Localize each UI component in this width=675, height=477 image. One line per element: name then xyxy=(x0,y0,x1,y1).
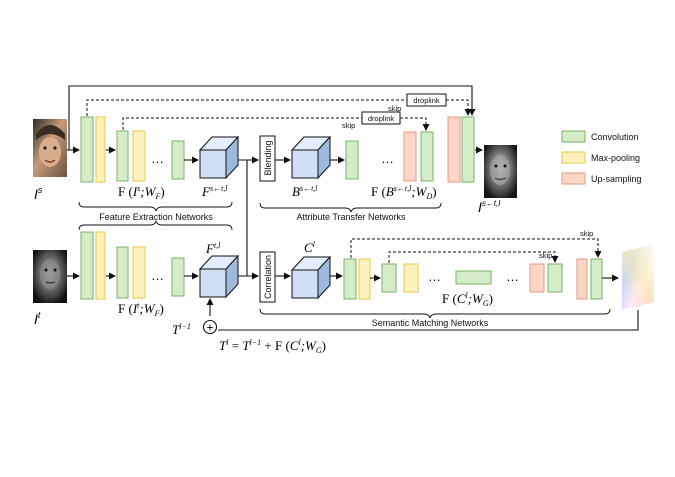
up-block xyxy=(403,131,417,182)
ellipsis: … xyxy=(506,269,519,284)
label-it: It xyxy=(34,310,41,327)
ellipsis: … xyxy=(151,268,164,283)
cube-fs xyxy=(198,135,240,180)
label-fc: F (Cl;WG) xyxy=(442,291,493,308)
pool-block xyxy=(95,116,106,183)
droplink-box-outer: droplink xyxy=(406,93,447,107)
conv-block xyxy=(171,140,185,180)
label-ft: Ft,l xyxy=(205,241,221,256)
pool-block xyxy=(132,130,146,182)
skip-label: skip xyxy=(539,251,552,260)
label-c: Cl xyxy=(304,240,316,255)
data-flow-arrows xyxy=(67,85,639,331)
correlation-label: Correlation xyxy=(263,255,273,299)
skip-connections xyxy=(86,99,602,263)
label-fs: Fs←t,l xyxy=(201,184,228,199)
correlation-module: Correlation xyxy=(259,251,276,303)
ellipsis: … xyxy=(151,151,164,166)
droplink-box-inner: droplink xyxy=(361,111,401,125)
conv-block xyxy=(345,140,359,180)
top-feature-stack xyxy=(80,116,185,183)
conv-block xyxy=(420,131,434,182)
cube-b xyxy=(290,135,332,180)
cube-c xyxy=(290,255,332,300)
up-block xyxy=(447,116,461,183)
label-f-is: F (Is;WF) xyxy=(118,184,165,201)
droplink-label: droplink xyxy=(413,96,440,105)
pool-block xyxy=(132,246,146,299)
section-semantic-matching: Semantic Matching Networks xyxy=(372,318,489,328)
ellipsis: … xyxy=(381,151,394,166)
conv-block xyxy=(116,130,129,182)
conv-block xyxy=(116,246,129,299)
braces xyxy=(78,201,611,319)
semantic-matching-stack xyxy=(343,258,603,300)
plus-node: + xyxy=(202,319,218,335)
label-output: Is←t,l xyxy=(478,199,500,215)
legend-swatch-max-pooling xyxy=(561,151,586,164)
skip-label: skip xyxy=(580,229,593,238)
output-image xyxy=(484,145,517,198)
conv-block xyxy=(547,263,563,293)
legend-label-max-pooling: Max-pooling xyxy=(591,153,640,163)
section-feature-extraction: Feature Extraction Networks xyxy=(99,212,213,222)
cube-ft xyxy=(198,254,240,299)
legend-label-up-sampling: Up-sampling xyxy=(591,174,642,184)
section-attribute-transfer: Attribute Transfer Networks xyxy=(296,212,406,222)
bottom-feature-stack xyxy=(80,231,185,300)
label-is: Is xyxy=(34,185,43,202)
conv-block xyxy=(381,263,397,293)
legend-swatch-convolution xyxy=(561,130,586,143)
conv-block xyxy=(171,257,185,297)
up-block xyxy=(529,263,545,293)
flow-field-image xyxy=(622,244,654,310)
pool-block xyxy=(95,231,106,300)
droplink-label: droplink xyxy=(368,114,395,123)
conv-block xyxy=(343,258,357,300)
target-image-it xyxy=(33,250,67,303)
top-attribute-stack xyxy=(345,116,475,183)
label-f-it: F (It;WF) xyxy=(118,301,164,318)
conv-block xyxy=(80,116,94,183)
skip-label: skip xyxy=(388,104,401,113)
legend-label-convolution: Convolution xyxy=(591,132,639,142)
conv-block xyxy=(461,116,475,183)
label-fb: F (Bs←t,l;WD) xyxy=(371,184,437,201)
label-b: Bs←t,l xyxy=(292,184,318,199)
up-block xyxy=(576,258,588,300)
skip-label: skip xyxy=(342,121,355,130)
label-t-prev: Tl−1 xyxy=(172,322,191,337)
blending-module: Blending xyxy=(259,135,276,182)
conv-block xyxy=(455,270,492,285)
conv-block xyxy=(590,258,603,300)
pool-block xyxy=(358,258,371,300)
ellipsis: … xyxy=(428,269,441,284)
legend-swatch-up-sampling xyxy=(561,172,586,185)
blending-label: Blending xyxy=(263,140,273,175)
source-image-is xyxy=(33,119,67,177)
conv-block xyxy=(80,231,94,300)
pool-block xyxy=(403,263,419,293)
plus-sign: + xyxy=(206,321,213,335)
legend: Convolution Max-pooling Up-sampling xyxy=(561,130,642,185)
label-t-update: Tl = Tl−1 + F (Cl;WG) xyxy=(219,338,326,355)
